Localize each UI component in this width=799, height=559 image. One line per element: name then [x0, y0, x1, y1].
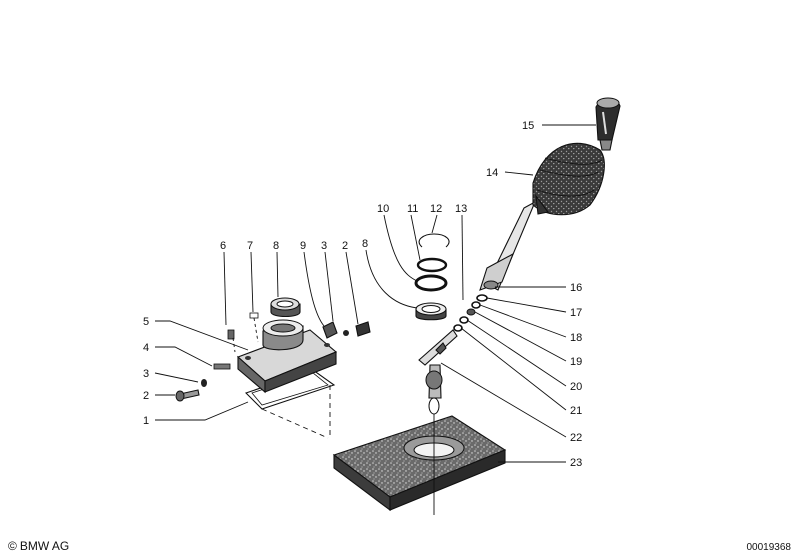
shift-rod: [479, 200, 537, 291]
callout-20: 20: [570, 381, 582, 393]
callout-7: 7: [247, 240, 253, 252]
callout-2-right: 2: [342, 240, 348, 252]
lever-housing: [236, 319, 338, 410]
callout-6: 6: [220, 240, 226, 252]
copyright-symbol: ©: [8, 539, 17, 553]
callout-8-left: 8: [273, 240, 279, 252]
callout-2: 2: [143, 390, 149, 402]
copyright-notice: © BMW AG: [8, 539, 69, 553]
callout-9: 9: [300, 240, 306, 252]
rubber-boot: [532, 142, 605, 216]
callout-11: 11: [407, 203, 418, 215]
callout-16: 16: [570, 282, 582, 294]
base-plate: [332, 415, 507, 512]
callout-23: 23: [570, 457, 582, 469]
snap-rings: [416, 233, 450, 273]
callout-19: 19: [570, 356, 582, 368]
callout-12: 12: [430, 203, 442, 215]
callout-13: 13: [455, 203, 467, 215]
callout-4: 4: [143, 342, 149, 354]
callout-3-right: 3: [321, 240, 327, 252]
callout-3: 3: [143, 368, 149, 380]
small-rings: [453, 294, 488, 332]
housing-bushing: [270, 297, 301, 318]
callout-14: 14: [486, 167, 498, 179]
callout-8-right: 8: [362, 238, 368, 250]
callout-5: 5: [143, 316, 149, 328]
callout-22: 22: [570, 432, 582, 444]
bearing-rings: [414, 274, 448, 321]
callout-18: 18: [570, 332, 582, 344]
callout-15: 15: [522, 120, 534, 132]
small-fittings: [175, 312, 371, 402]
callout-labels: 1 2 3 4 5 6 7 8 9 3 2 8 10 11 12 13 14 1…: [143, 120, 582, 469]
callout-17: 17: [570, 307, 582, 319]
brand-name: BMW AG: [19, 539, 70, 553]
callout-1: 1: [143, 415, 149, 427]
callout-10: 10: [377, 203, 389, 215]
callout-21: 21: [570, 405, 582, 417]
gear-lever: [418, 329, 458, 415]
image-number: 00019368: [746, 542, 792, 553]
leader-lines: [154, 124, 596, 463]
shift-knob: [595, 97, 621, 151]
